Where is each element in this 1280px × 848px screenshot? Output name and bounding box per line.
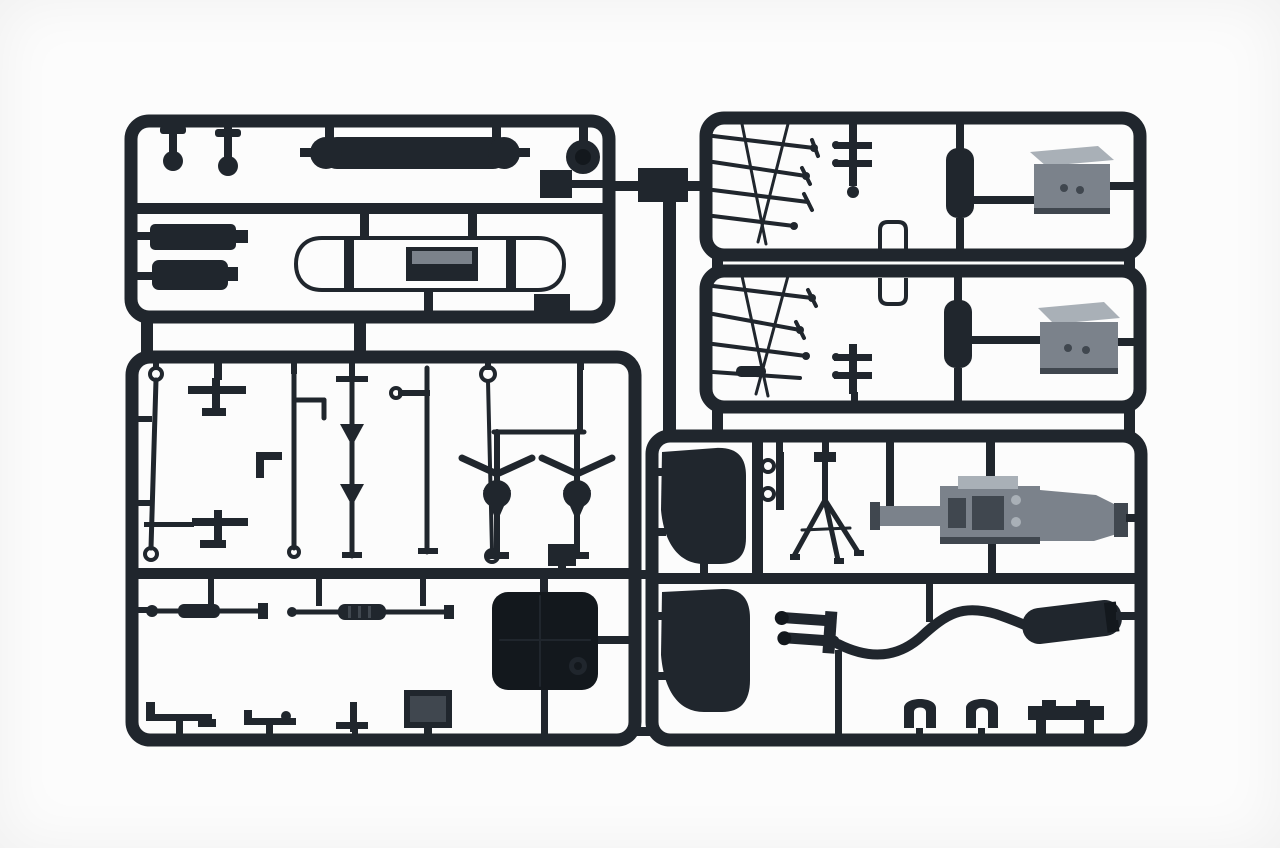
tie-rod-part-b: [287, 579, 454, 620]
tripod-part: [790, 442, 864, 564]
frame-bottom-right-midbar: [652, 573, 1141, 584]
leaf-spring-rod-part: [138, 362, 164, 562]
hub-wheel-part: [566, 124, 600, 174]
connector-stub-b: [676, 181, 702, 191]
bracket-part-lower: [144, 510, 248, 548]
lever-post-part-upper: [832, 121, 872, 198]
cylinder-block-b: [136, 260, 238, 290]
control-rods-upper: [711, 122, 820, 246]
equipment-box-part-lower: [1038, 302, 1134, 374]
axle-runner: [491, 362, 587, 435]
l-bracket-part: [256, 452, 282, 478]
frame-bottom-left: [125, 350, 642, 747]
small-bench-part: [244, 710, 296, 734]
square-block-part: [548, 544, 576, 572]
axle-assembly-b: [538, 429, 616, 559]
cylinder-block-a: [136, 224, 248, 250]
fender-part-front: [654, 447, 746, 574]
ring-bracket-part: [760, 442, 784, 510]
engine-transmission-part: [870, 442, 1138, 574]
connector-bottom-frames-1: [630, 570, 654, 579]
chassis-ladder-part: [293, 214, 567, 312]
canister-part-upper: [946, 124, 1034, 249]
equipment-box-part-upper: [1030, 146, 1134, 214]
frame-d-parts: [138, 362, 632, 734]
sprue-runners: [124, 111, 1148, 747]
frame-b-parts: [711, 121, 1134, 252]
u-clamp-part-upper: [878, 220, 908, 252]
connector-right-frames-1: [712, 255, 723, 271]
connector-stub-a: [606, 181, 664, 191]
footplate-part: [1028, 700, 1104, 734]
canister-part-lower: [944, 277, 1040, 401]
radiator-block-part: [404, 690, 452, 734]
barbed-rod-part: [336, 362, 368, 559]
fender-part-rear: [654, 588, 750, 712]
knob-part-b: [215, 127, 241, 176]
frame-top-left: [124, 114, 616, 324]
frame-middle-right: [699, 264, 1147, 414]
exhaust-assembly-part: [774, 584, 1136, 734]
connector-bottom-frames-2: [630, 727, 654, 736]
fuel-tank-part: [492, 579, 632, 734]
runner-connectors: [141, 168, 1135, 736]
frame-top-left-midbar: [131, 203, 603, 214]
connector-vertical-runner: [663, 176, 676, 432]
frame-e-parts: [654, 442, 1138, 734]
frame-top-right: [699, 111, 1147, 262]
frame-bottom-right: [645, 429, 1148, 747]
block-part-right: [540, 170, 604, 198]
frame-bottom-right-vbar: [752, 442, 763, 578]
block-part-bottom: [534, 294, 570, 312]
roller-part: [300, 121, 530, 169]
axle-assembly-a: [458, 429, 536, 559]
connector-right-frames-2: [1124, 255, 1135, 271]
connector-center: [354, 317, 366, 357]
tie-rod-part-a: [138, 579, 268, 619]
frame-a-parts: [136, 121, 604, 312]
seat-lever-part: [146, 702, 216, 734]
lever-post-part-lower: [832, 344, 872, 402]
connector-right-frames-4: [1124, 401, 1135, 435]
saddle-clamp-part-a: [904, 699, 936, 734]
bracket-part-upper: [188, 362, 246, 416]
hook-rod-part: [389, 365, 438, 555]
t-bracket-part: [336, 702, 368, 734]
u-clamp-part-lower: [878, 278, 908, 306]
connector-left: [141, 317, 153, 357]
knob-part-a: [160, 124, 186, 171]
connector-right-frames-3: [712, 401, 723, 435]
bent-rod-part: [287, 362, 327, 559]
saddle-clamp-part-b: [966, 699, 998, 734]
junction-block-part: [638, 168, 688, 202]
control-rods-lower: [711, 274, 818, 398]
frame-bottom-left-midbar: [132, 568, 635, 579]
frame-c-parts: [711, 274, 1134, 402]
